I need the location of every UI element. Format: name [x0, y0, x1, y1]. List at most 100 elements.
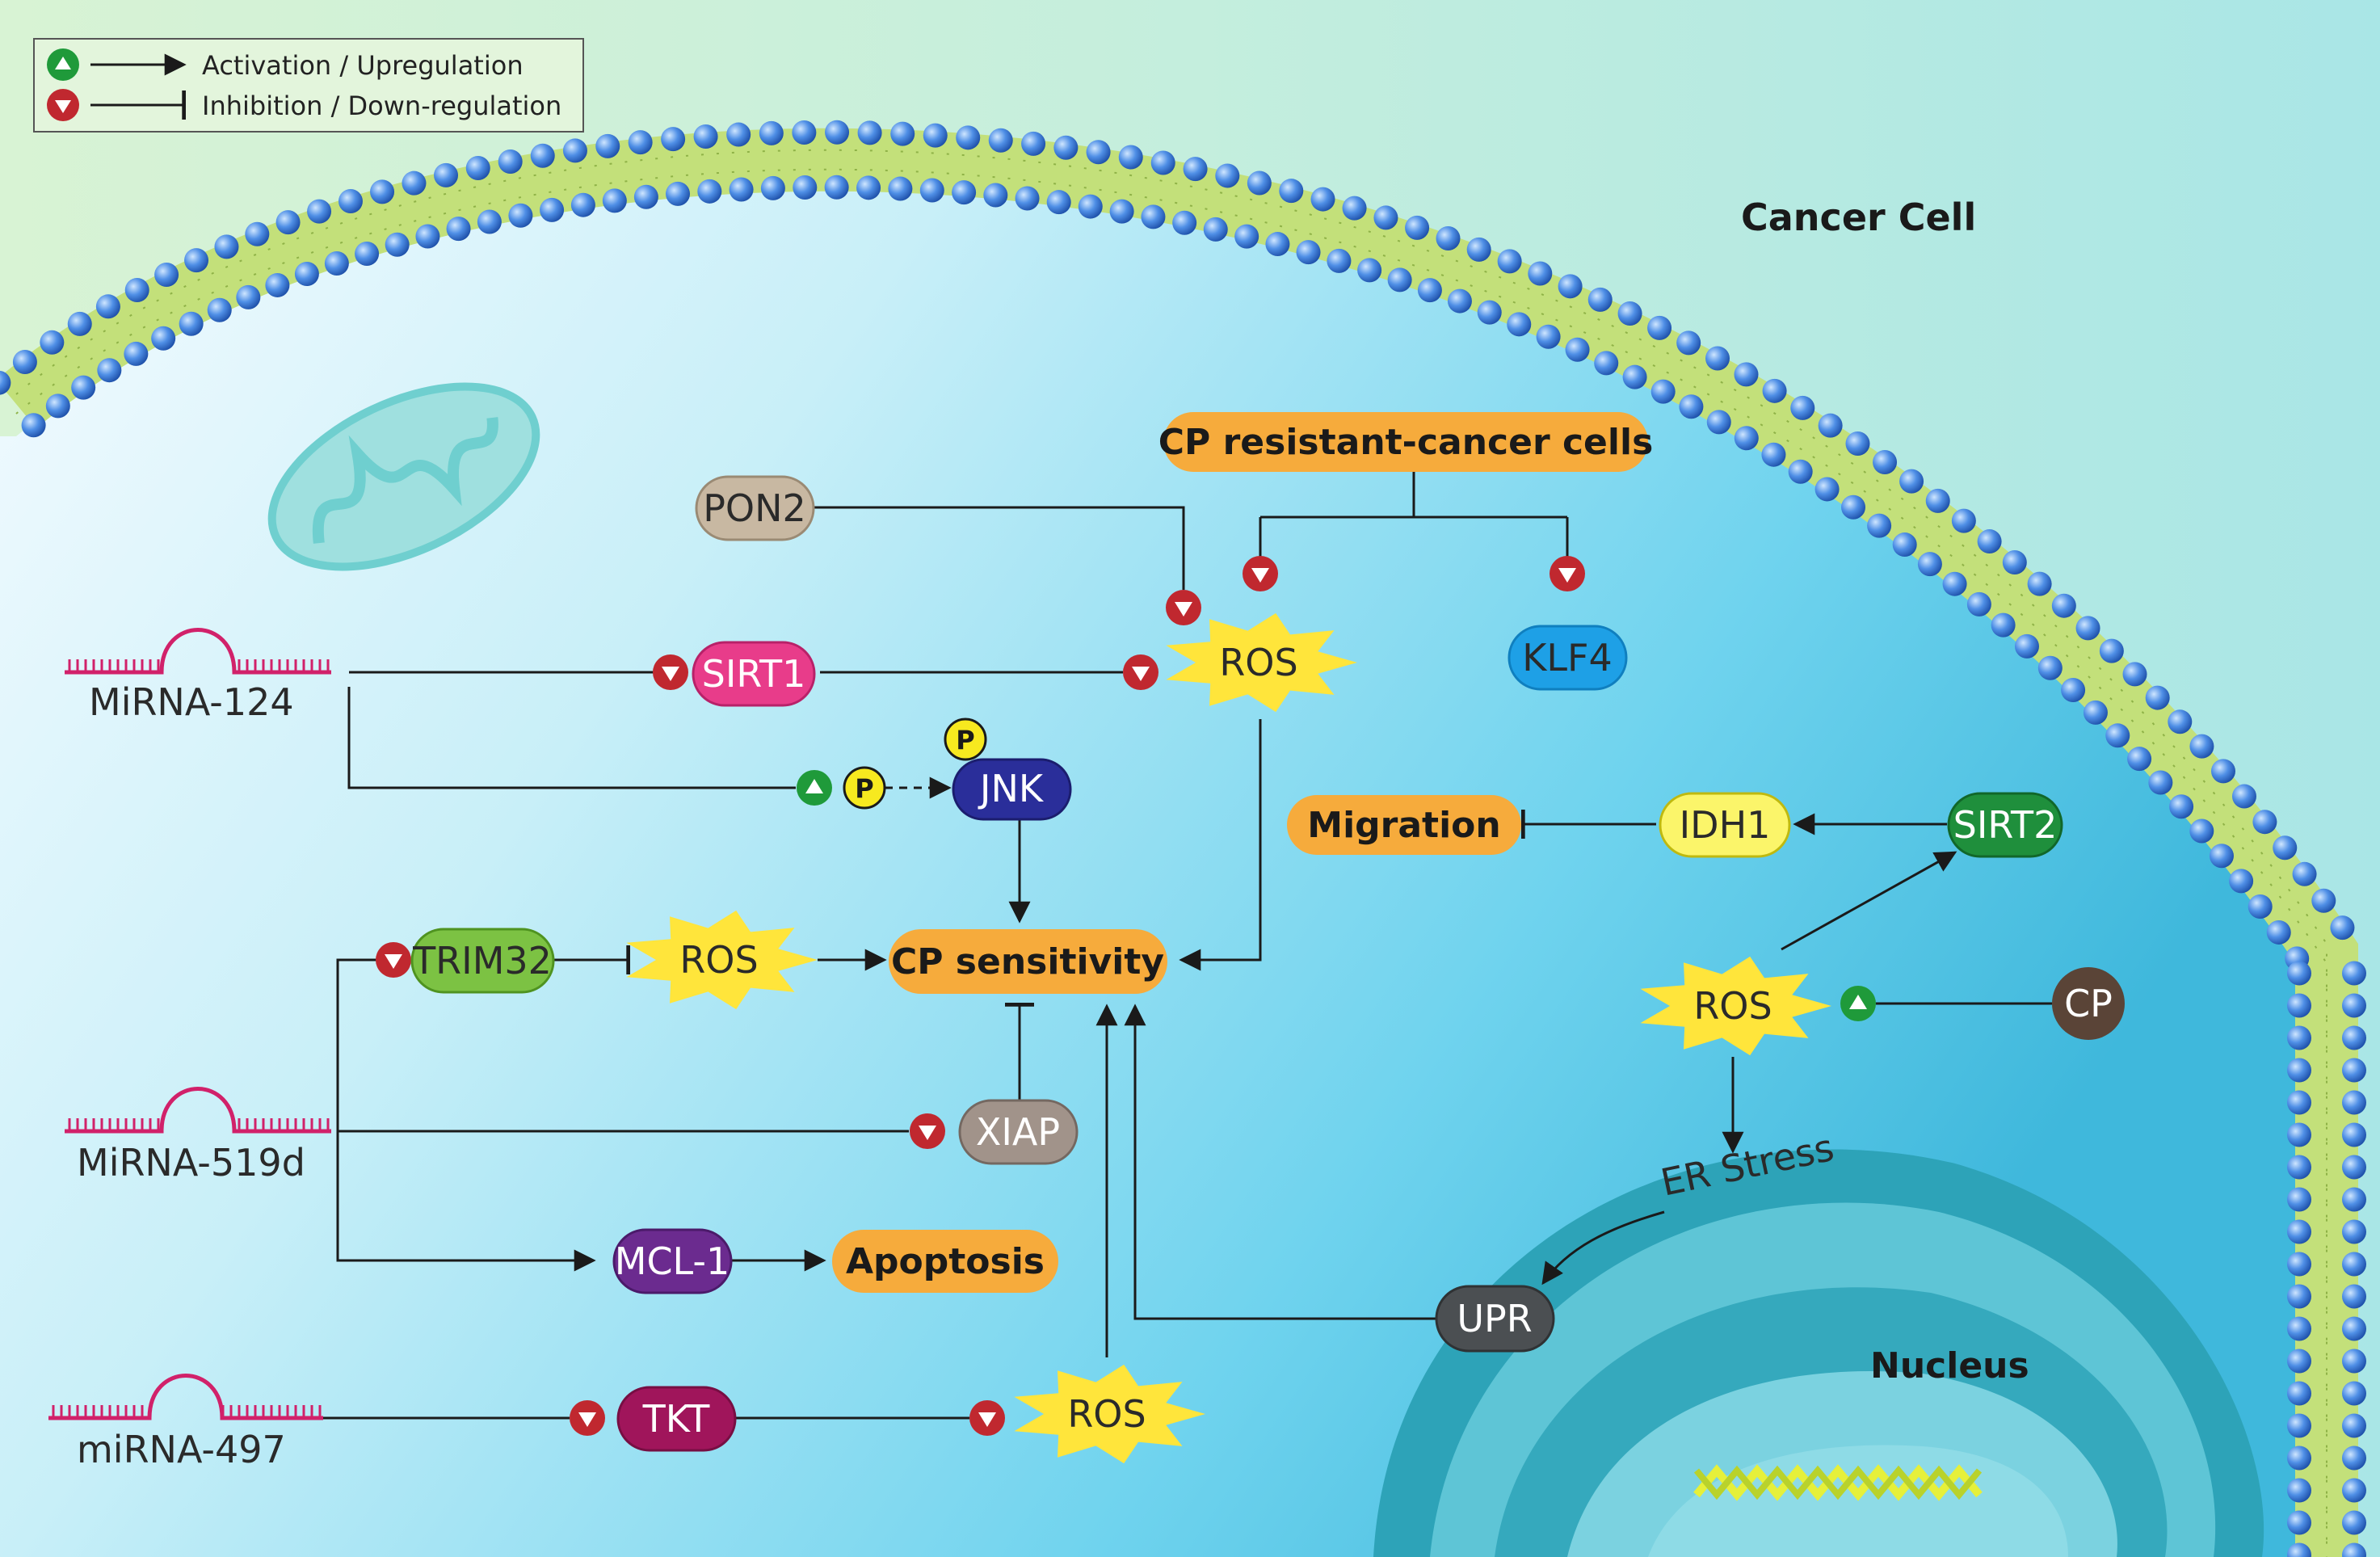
- lipid-head: [1734, 362, 1759, 387]
- svg-text:IDH1: IDH1: [1680, 803, 1771, 847]
- lipid-head: [265, 272, 290, 297]
- down-icon: [1123, 654, 1158, 690]
- lipid-head: [1357, 258, 1382, 283]
- mirna-group: [48, 628, 331, 1420]
- lipid-head: [602, 188, 627, 213]
- lipid-head: [2287, 1090, 2311, 1115]
- lipid-head: [324, 251, 349, 276]
- membrane-outer-heads: [0, 120, 2366, 1557]
- lipid-head: [2342, 1542, 2366, 1557]
- lipid-head: [1296, 240, 1321, 265]
- lipid-head: [307, 199, 332, 224]
- lipid-head: [355, 241, 380, 266]
- lipid-head: [1417, 278, 1442, 303]
- down-icon: [1243, 556, 1278, 591]
- lipid-head: [2099, 638, 2124, 663]
- lipid-head: [1762, 378, 1787, 403]
- svg-text:MCL-1: MCL-1: [615, 1239, 730, 1283]
- mcl1-node: MCL-1: [612, 1228, 733, 1294]
- mirna-124-label: MiRNA-124: [89, 680, 294, 724]
- lipid-head: [97, 358, 122, 383]
- down-icon: [1550, 556, 1585, 591]
- lipid-head: [1705, 346, 1730, 371]
- lipid-head: [2189, 818, 2214, 844]
- lipid-head: [2342, 1478, 2366, 1503]
- lipid-head: [184, 248, 209, 273]
- lipid-head: [1622, 364, 1647, 389]
- lipid-head: [2002, 550, 2027, 575]
- svg-text:CP: CP: [2064, 982, 2113, 1025]
- lipid-head: [824, 175, 849, 200]
- apoptosis-node: Apoptosis: [832, 1230, 1058, 1293]
- lipid-head: [2287, 1510, 2311, 1535]
- lipid-head: [2342, 1284, 2366, 1309]
- lipid-head: [856, 175, 881, 200]
- lipid-head: [1203, 217, 1228, 242]
- lipid-head: [2287, 1058, 2311, 1083]
- lipid-head: [2027, 571, 2052, 596]
- sirt1-node: SIRT1: [692, 641, 816, 707]
- lipid-head: [760, 175, 785, 200]
- lipid-head: [888, 176, 913, 201]
- lipid-head: [385, 232, 410, 257]
- lipid-head: [1899, 469, 1924, 494]
- ros-bottom-node: ROS: [1014, 1364, 1205, 1464]
- lipid-head: [179, 311, 204, 336]
- lipid-head: [2311, 888, 2336, 913]
- svg-text:ROS: ROS: [1693, 984, 1772, 1028]
- lipid-head: [2209, 844, 2234, 869]
- lipid-head: [890, 121, 915, 146]
- lipid-head: [2083, 700, 2108, 725]
- lipid-head: [1536, 324, 1561, 349]
- down-icon: [910, 1113, 945, 1149]
- lipid-head: [508, 203, 533, 228]
- up-icon: [47, 48, 79, 81]
- lipid-head: [1942, 571, 1967, 596]
- lipid-head: [338, 188, 363, 213]
- lipid-head: [1951, 508, 1976, 533]
- lipid-head: [2342, 1381, 2366, 1406]
- lipid-head: [1734, 426, 1759, 451]
- lipid-head: [530, 143, 555, 168]
- lipid-head: [2210, 759, 2235, 784]
- lipid-head: [124, 278, 149, 303]
- lipid-head: [1587, 287, 1613, 312]
- jnk-node: JNK: [952, 758, 1072, 821]
- lipid-head: [2287, 1478, 2311, 1503]
- ros-mid-node: ROS: [626, 910, 818, 1010]
- svg-text:UPR: UPR: [1457, 1297, 1532, 1340]
- lipid-head: [2248, 894, 2273, 919]
- lipid-head: [1234, 224, 1259, 249]
- lipid-head: [154, 262, 179, 287]
- svg-text:TKT: TKT: [642, 1397, 711, 1441]
- legend: Activation / Upregulation Inhibition / D…: [33, 38, 584, 133]
- lipid-head: [1873, 450, 1898, 475]
- mirna-hairpin: [65, 628, 331, 675]
- lipid-head: [2342, 1122, 2366, 1147]
- lipid-head: [1021, 131, 1046, 156]
- lipid-head: [1436, 226, 1461, 251]
- lipid-head: [2287, 1252, 2311, 1277]
- lipid-head: [983, 183, 1008, 208]
- lipid-head: [67, 311, 92, 336]
- mirna-hairpin: [65, 1087, 331, 1134]
- svg-text:PON2: PON2: [703, 486, 806, 530]
- lipid-head: [1327, 248, 1352, 273]
- lipid-head: [45, 393, 70, 419]
- lipid-head: [2330, 915, 2355, 941]
- svg-text:JNK: JNK: [978, 767, 1045, 810]
- lipid-head: [540, 197, 565, 222]
- lipid-head: [2342, 1252, 2366, 1277]
- membrane-inner-heads: [21, 175, 2311, 1557]
- lipid-head: [1647, 315, 1672, 340]
- lipid-head: [1558, 274, 1583, 299]
- lipid-head: [1917, 552, 1942, 577]
- up-icon: [1840, 986, 1876, 1021]
- nucleus-label: Nucleus: [1870, 1345, 2029, 1387]
- lipid-head: [2342, 1187, 2366, 1212]
- lipid-head: [1373, 205, 1398, 230]
- lipid-head: [2287, 993, 2311, 1018]
- lipid-head: [2287, 1349, 2311, 1374]
- lipid-head: [2342, 1090, 2366, 1115]
